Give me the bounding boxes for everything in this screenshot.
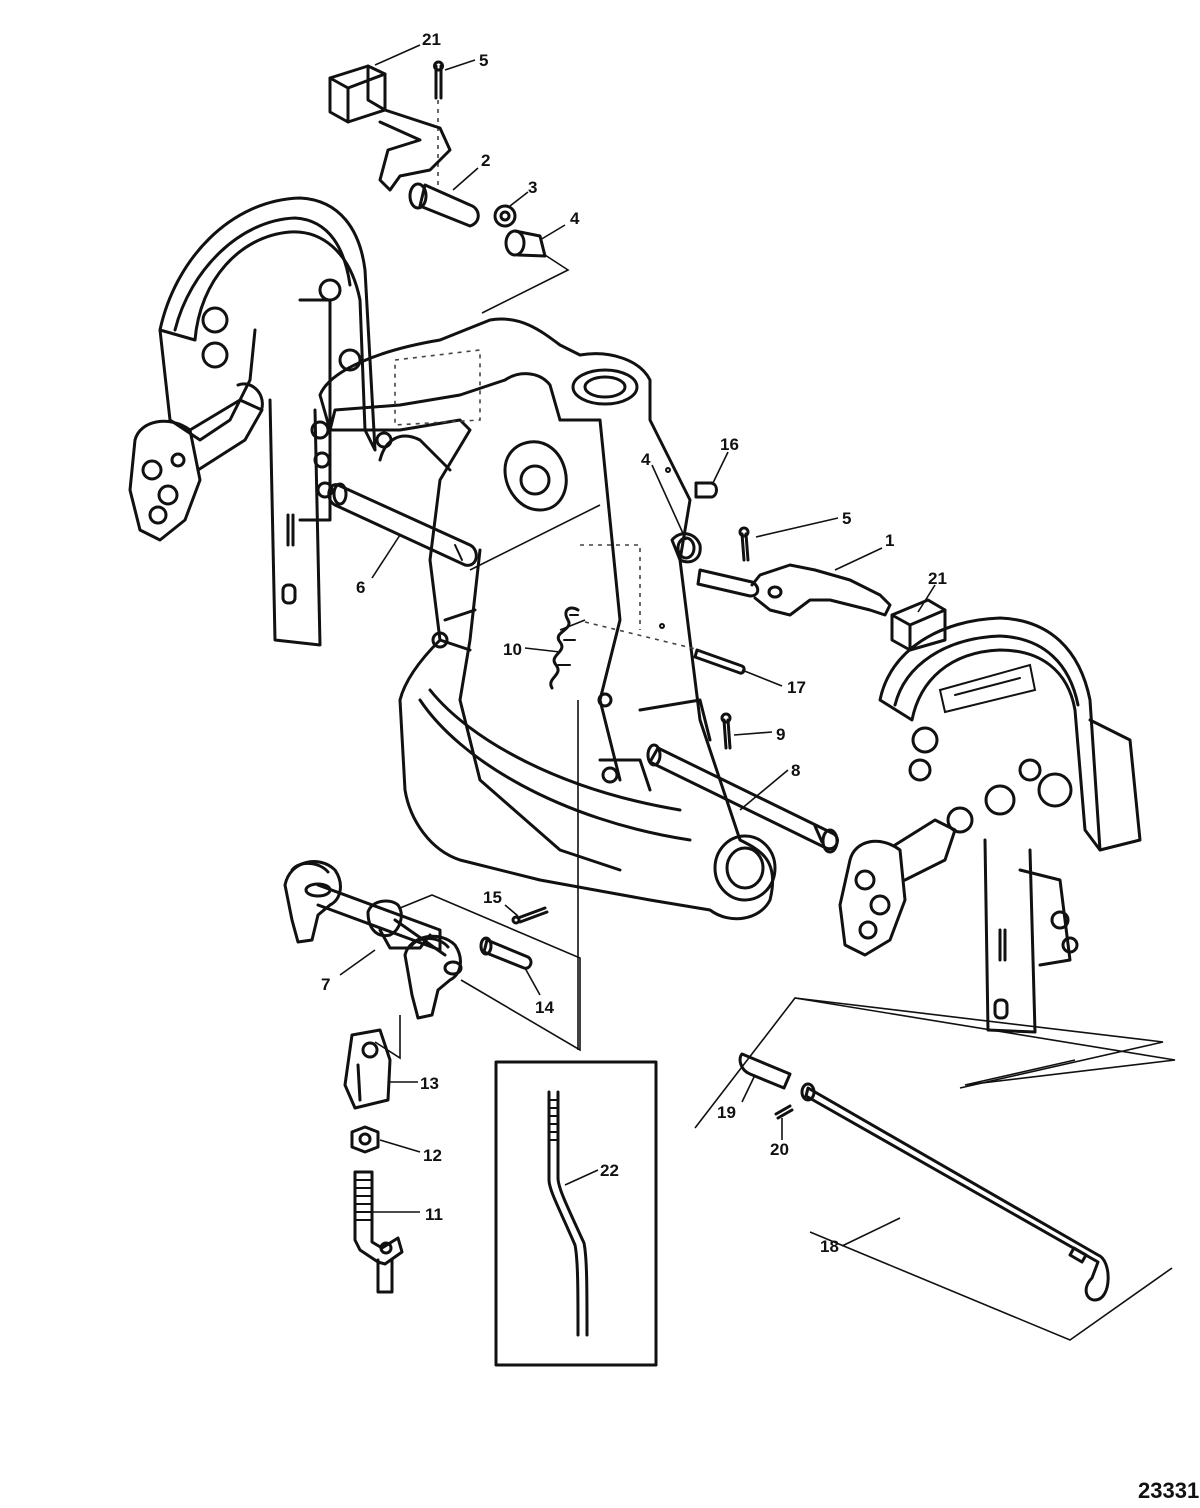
callout-15: 15 [483,888,502,907]
part-21-right-handle-grip [890,598,947,652]
part-15-cotter-pin [511,906,549,925]
callout-4-right: 4 [641,450,651,469]
part-16-plug [665,467,718,499]
callout-3: 3 [528,178,537,197]
callout-5: 5 [479,51,488,70]
callout-13: 13 [420,1074,439,1093]
part-5-right-cotter-pin [738,526,750,562]
part-5-cotter-pin [433,60,444,190]
part-7-tilt-lock-assembly [283,860,463,1020]
callout-8: 8 [791,761,800,780]
callout-2: 2 [481,151,490,170]
assembly-reference-lines [399,894,581,1052]
callout-14: 14 [535,998,554,1017]
callout-18: 18 [820,1237,839,1256]
part-8-swivel-shaft [646,743,839,854]
callout-10: 10 [503,640,522,659]
callout-7: 7 [321,975,330,994]
part-22-inset [494,1060,658,1367]
shaft-reference-line [469,504,601,571]
part-13-clevis [343,1015,401,1110]
callout-19: 19 [717,1103,736,1122]
callout-1: 1 [885,531,894,550]
callout-4: 4 [570,209,580,228]
callout-21: 21 [422,30,441,49]
callout-20: 20 [770,1140,789,1159]
callout-17: 17 [787,678,806,697]
part-4-right-bushing [670,532,702,564]
part-6-tilt-pin [327,482,478,567]
part-9-cotter-pin [720,712,732,750]
callouts: 21 5 2 3 4 16 5 1 21 4 6 10 17 9 8 15 7 [321,30,947,1256]
part-10-spring [549,606,580,690]
rod-assembly-outline-lower [794,997,1173,1341]
part-18-tilt-rod [800,1082,1110,1302]
swivel-bracket [318,317,777,921]
part-21-handle-grip [328,64,387,124]
part-14-pin [479,936,533,970]
callout-12: 12 [423,1146,442,1165]
callout-11: 11 [425,1205,443,1224]
part-20-pin [774,1104,794,1120]
callout-6: 6 [356,578,365,597]
part-2-tilt-lever [378,108,480,228]
callout-22: 22 [600,1161,619,1180]
cap-reference-line [481,254,570,314]
rod-assembly-outline [694,997,1176,1129]
callout-9: 9 [776,725,785,744]
lever-reference-line [559,619,586,631]
callout-21-right: 21 [928,569,947,588]
part-1-tilt-lever [696,563,892,617]
part-12-nut [350,1125,380,1154]
drawing-reference-number: 23331 [1138,1478,1199,1503]
part-4-bushing [504,229,547,258]
part-11-threaded-rod [353,1170,404,1294]
left-clamp-bracket [128,196,377,647]
right-clamp-bracket [838,616,1142,1034]
callout-16: 16 [720,435,739,454]
part-3-washer [493,204,517,228]
part-19-clip [738,1052,792,1090]
callout-5-right: 5 [842,509,851,528]
